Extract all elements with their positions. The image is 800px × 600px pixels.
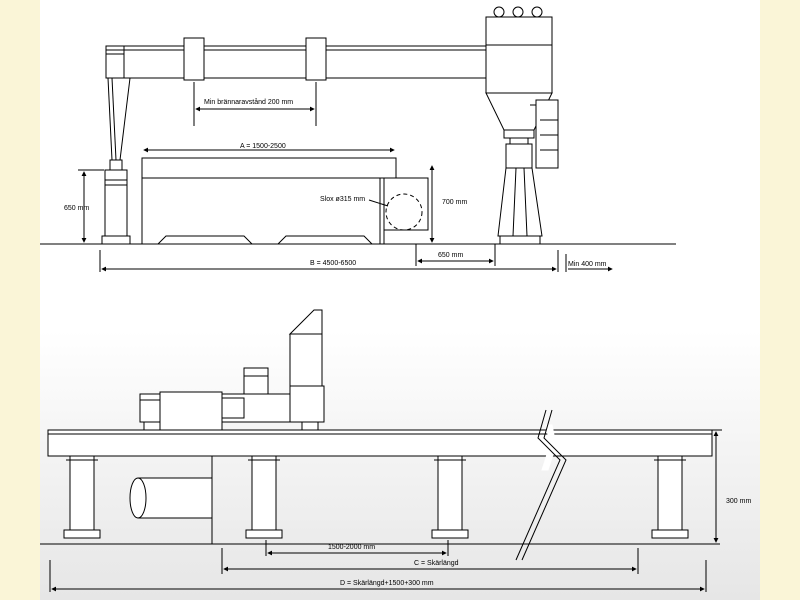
dim-1500-2000-label: 1500-2000 mm [328,544,375,551]
dim-700-label: 700 mm [442,199,467,206]
dim-650-vertical-label: 650 mm [64,205,89,212]
burner-carriage-2 [305,37,327,81]
machine-carriage [139,309,325,437]
gantry-beam [105,45,487,79]
rail-beam [47,409,713,561]
dim-c-label: C = Skärlängd [414,560,459,567]
hose-label: Slox ø315 mm [320,196,365,203]
dim-300-label: 300 mm [726,498,751,505]
dim-a-label: A = 1500-2500 [240,143,286,150]
top-dimensions [78,82,613,272]
dim-b-label: B = 4500-6500 [310,260,356,267]
bottom-dimensions [49,429,722,592]
rail-side-view [40,309,722,592]
dim-d-label: D = Skärlängd+1500+300 mm [340,580,434,587]
min-burner-distance-label: Min brännaravstånd 200 mm [204,98,293,106]
control-tower [485,6,559,245]
rail-supports [63,455,689,539]
cutting-table [141,157,429,245]
exhaust-duct [129,456,213,544]
gantry-side-view [40,6,676,272]
dim-650-horizontal-label: 650 mm [438,252,463,259]
burner-carriage-1 [183,37,205,81]
left-support-leg [101,77,131,245]
dim-min-400-label: Min 400 mm [568,261,607,268]
